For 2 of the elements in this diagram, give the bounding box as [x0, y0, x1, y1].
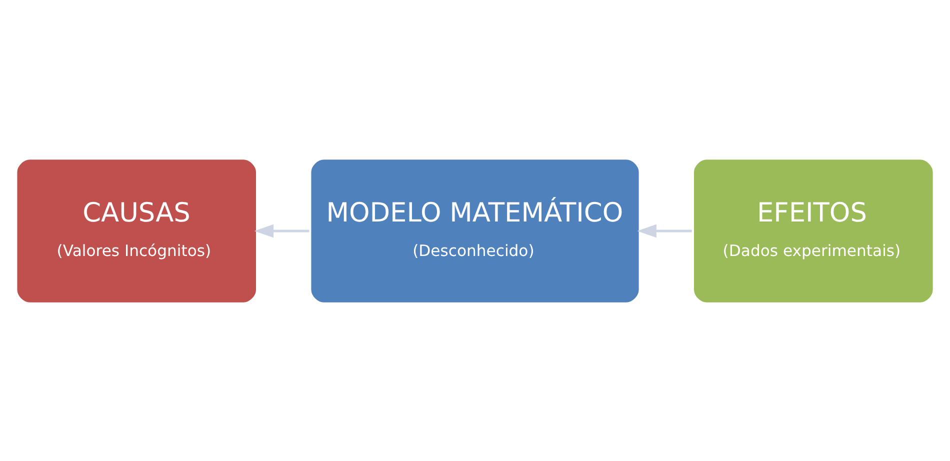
- arrow: [637, 224, 692, 238]
- arrow: [254, 224, 310, 238]
